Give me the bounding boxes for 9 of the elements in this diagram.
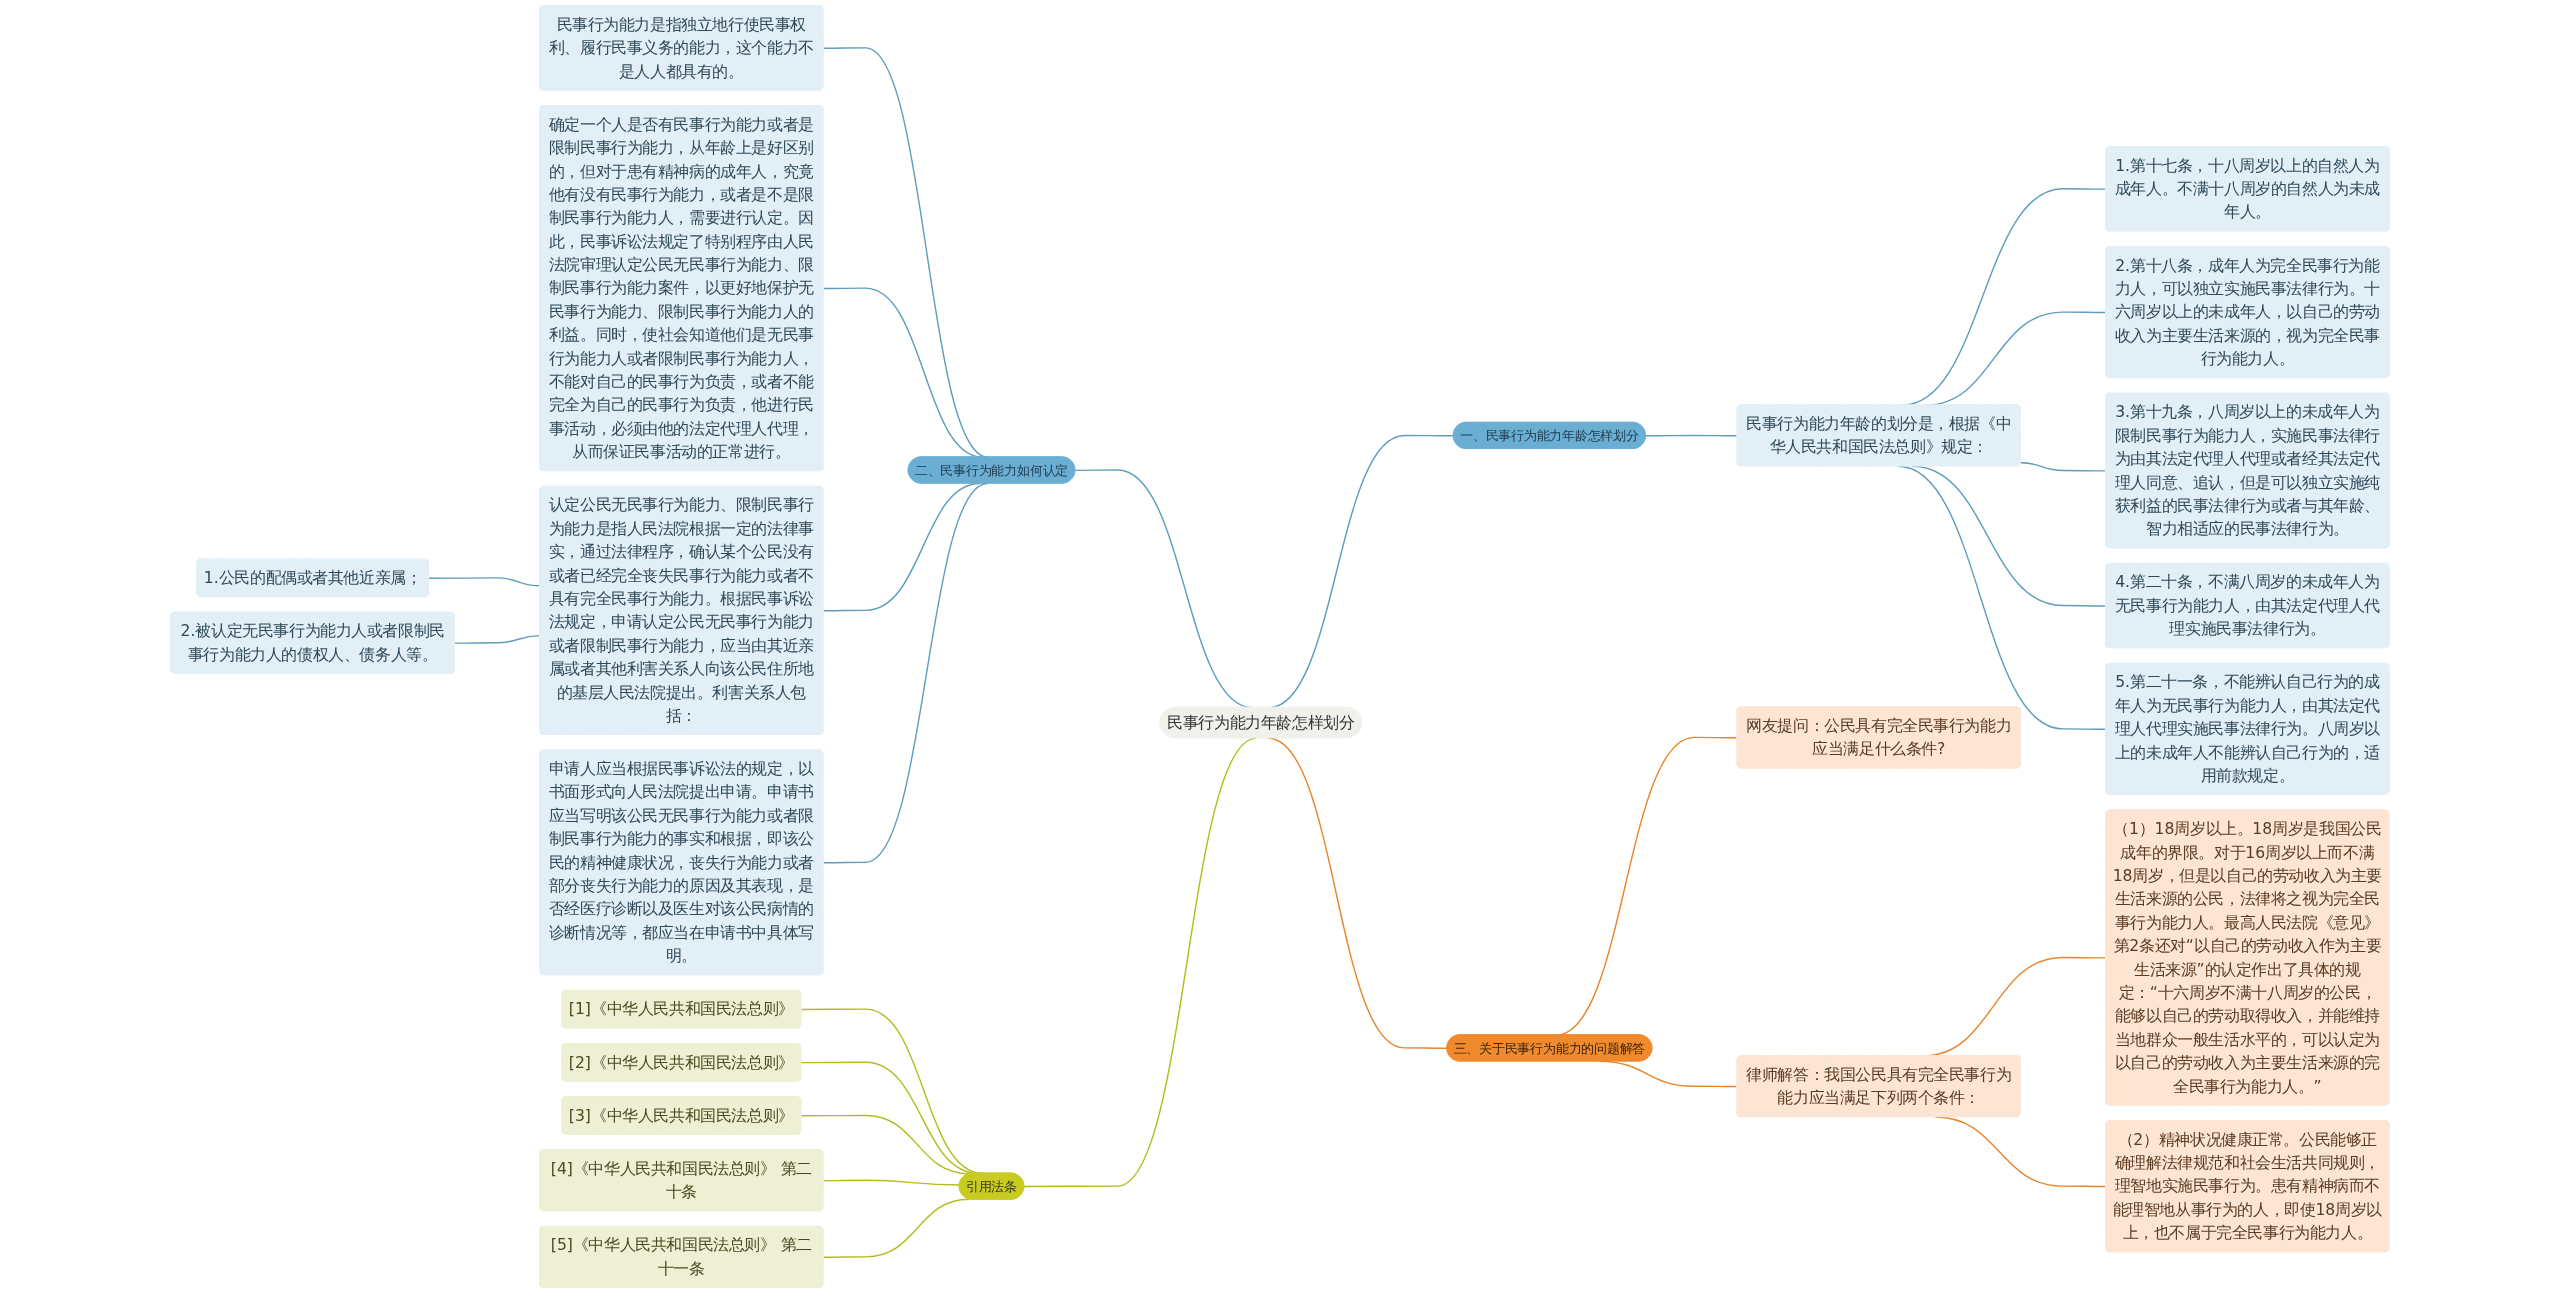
connector bbox=[1267, 737, 1448, 1049]
connector bbox=[822, 1198, 970, 1258]
connector bbox=[1023, 737, 1258, 1188]
connector bbox=[1645, 434, 1738, 437]
connector bbox=[822, 1179, 961, 1186]
connector bbox=[454, 634, 541, 644]
connector bbox=[428, 577, 541, 587]
connector bbox=[2020, 462, 2107, 472]
connector bbox=[800, 1114, 970, 1175]
